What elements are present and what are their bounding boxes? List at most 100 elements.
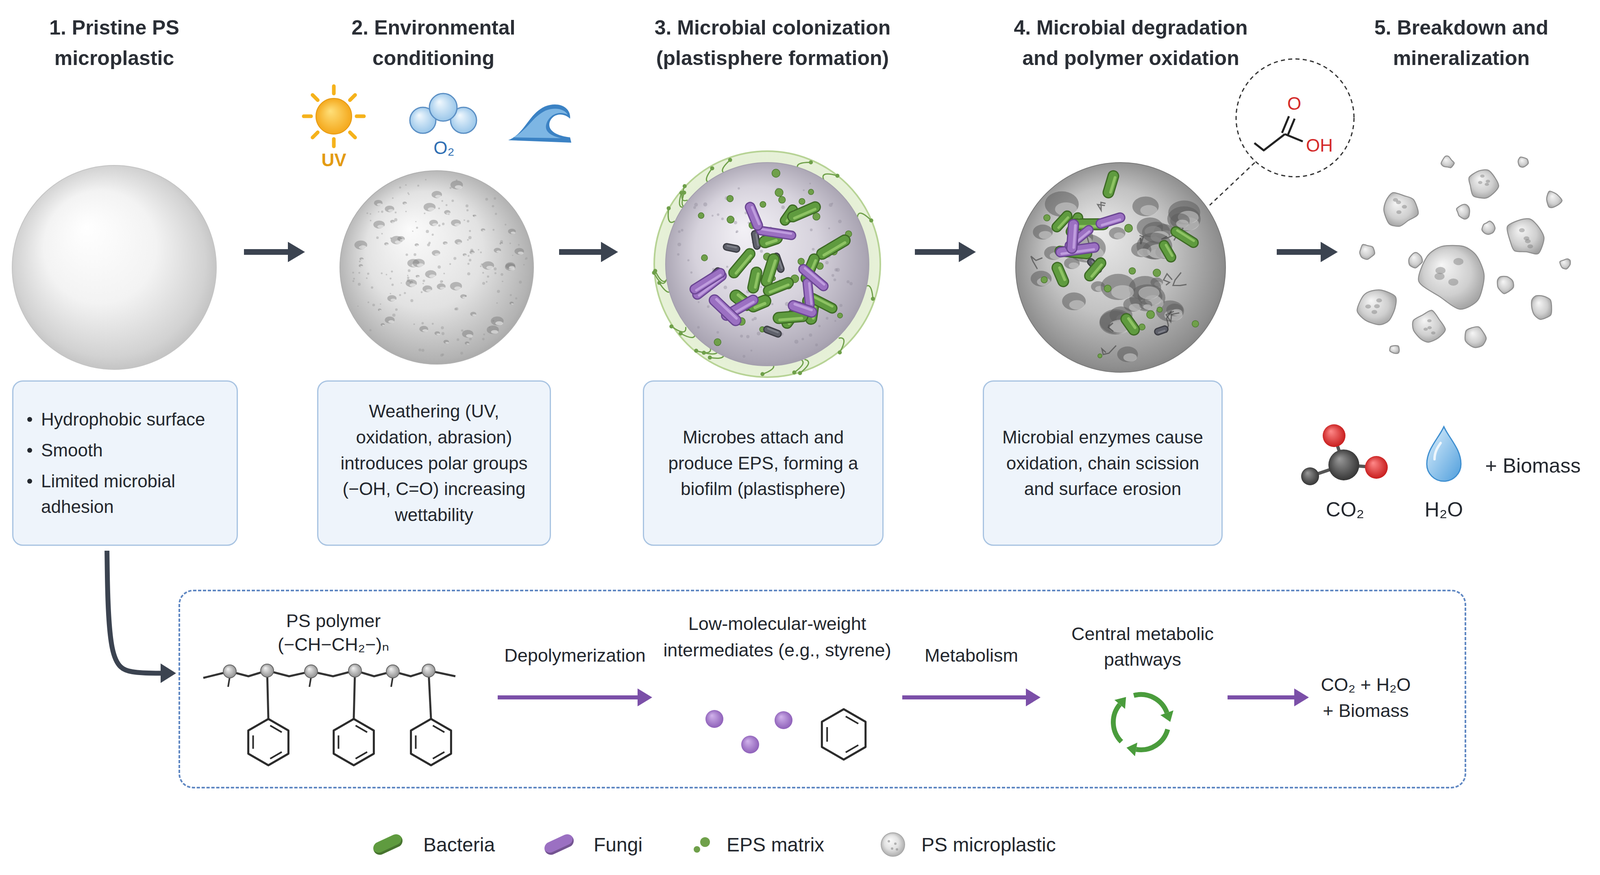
fragment-pit [1431,331,1436,335]
pit-rim [511,303,514,305]
pathway-step: PS polymer(−CH−CH₂−)ₙ [195,609,492,781]
eps-dot [669,324,674,329]
surface-pit [412,259,425,268]
surface-speck [411,230,414,232]
eps-dot [694,348,699,353]
double-bond [414,735,417,750]
surface-speck [358,272,361,275]
pit-rim [415,245,419,247]
bacterium-body [746,266,763,294]
surface-speck [453,256,457,260]
surface-speck [753,317,757,321]
surface-pit [450,219,461,227]
surface-speck [737,187,741,190]
surface-speck [423,212,426,215]
surface-speck [846,280,850,284]
surface-pit [481,228,486,232]
pit-rim [417,276,420,278]
fragment-pit [1365,304,1372,309]
surface-speck [369,213,372,215]
fungus [1066,219,1080,254]
legend-text: PS microplastic [921,833,1056,857]
wave-icon [508,104,572,143]
fragment [1531,295,1553,320]
oxygen-icon [409,93,477,134]
surface-speck [415,226,418,229]
surface-pit [402,201,408,205]
crater-rim [1142,304,1152,310]
pit-rim [425,289,432,292]
surface-speck [380,210,384,214]
intermediate-molecule [774,711,793,730]
surface-pit [470,311,477,317]
surface-speck [677,230,681,233]
pit-rim [400,239,405,242]
bullet-dot [27,417,33,423]
icon-label: O₂ [433,137,455,159]
surface-speck [394,218,398,222]
surface-speck [377,211,379,213]
pendant-bond [267,670,269,720]
eps-dot [710,166,715,171]
surface-speck [479,251,482,254]
eps-dot [759,201,767,208]
legend-sphere-pit [894,842,897,846]
sun-ray [332,139,336,147]
fragment [1506,218,1544,255]
bond-tick [228,677,230,688]
surface-speck [449,187,452,190]
surface-pit [499,242,503,245]
eps-thread [668,208,675,223]
fungus-highlight [714,297,738,321]
pit-rim [378,309,381,312]
surface-speck [703,202,708,207]
connector [497,695,638,700]
pendant-bond [428,670,432,720]
eps-dot [698,212,704,219]
legend-text: Fungi [593,833,643,857]
stage-box: Microbial enzymes cause oxidation, chain… [982,380,1223,547]
surface-speck [811,248,815,251]
legend-text: Bacteria [423,833,495,857]
eps-halo [654,151,881,378]
bacterium [1118,311,1142,338]
surface-pit [384,316,395,324]
microbe-highlight [766,327,780,334]
crater-rim [1068,262,1079,269]
surface-speck [404,184,407,186]
bullet-dot [27,478,33,484]
surface-speck [742,354,746,358]
fragment [1456,204,1470,220]
pit-rim [388,209,395,213]
surface-speck [493,267,497,271]
fragment-pit [1395,200,1402,205]
surface-speck [707,305,710,308]
eps-dot [727,195,734,203]
sun-ray [332,86,336,94]
surface-speck [417,184,420,187]
step-text: Central metabolic pathways [1063,621,1222,673]
crater-rim [1123,353,1137,362]
bacterium-highlight [1108,175,1117,194]
pit-rim [359,245,367,250]
surface-speck [809,182,811,185]
carbon-ball [386,665,400,679]
surface-crack [1139,235,1144,244]
surface-speck [518,280,522,284]
surface-speck [381,232,384,235]
pit-rim [510,231,516,235]
connector [902,695,1026,700]
bullet-text: Limited microbial adhesion [41,468,229,521]
bullet-text: Hydrophobic surface [41,406,206,433]
surface-pit [436,283,446,290]
surface-speck [493,197,497,200]
fungus-body [1094,211,1126,230]
surface-speck [511,254,514,257]
surface-pit [415,275,420,279]
surface-pit [505,262,516,270]
eps-thread [696,346,711,353]
surface-speck [465,204,469,208]
surface-speck [407,276,410,280]
surface-speck [405,211,408,213]
erosion-crater [1030,270,1052,287]
